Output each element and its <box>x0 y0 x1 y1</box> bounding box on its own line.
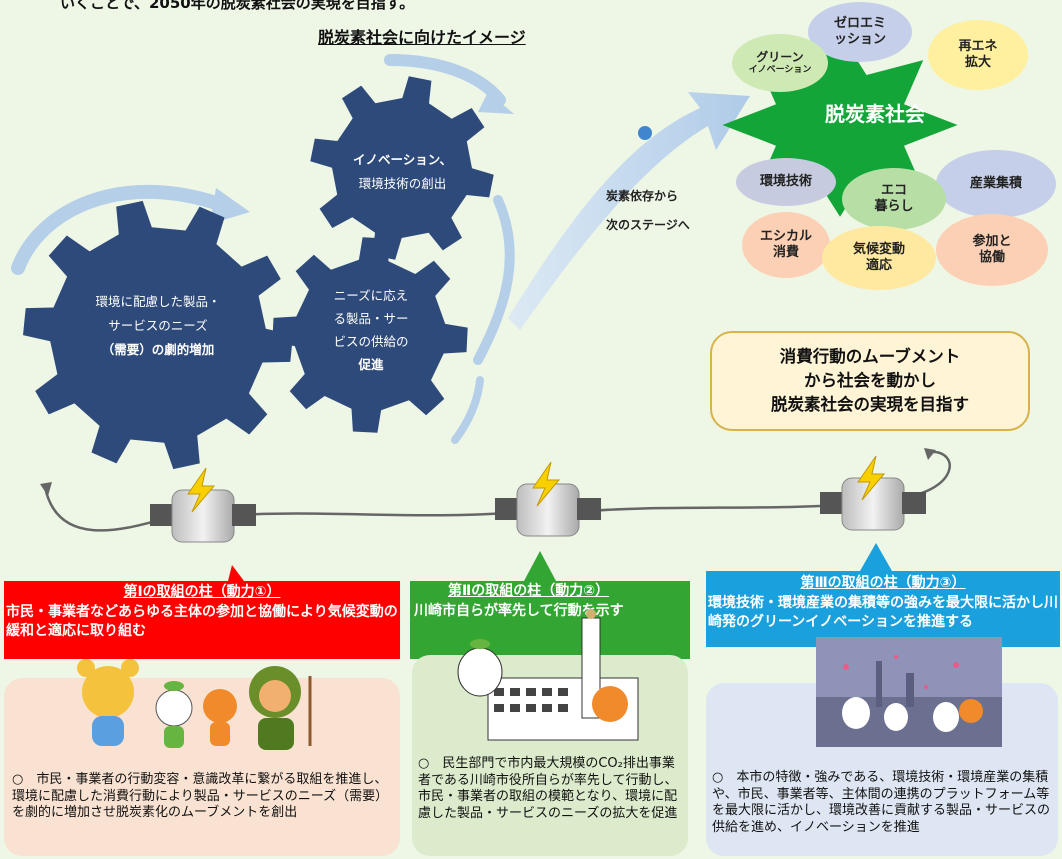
curved-arrow-lower <box>451 376 484 444</box>
pillar-3-body: ○ 本市の特徴・強みである、環境技術・環境産業の集積や、市民、事業者等、主体間の… <box>712 770 1051 835</box>
bubble-industry-label: 産業集積 <box>969 175 1022 191</box>
bubble-participate-line-1: 参加と <box>972 233 1012 249</box>
banner-shapes <box>4 543 1060 659</box>
curved-arrow-left-head <box>210 188 250 224</box>
bubble-climate: 気候変動適応 <box>822 226 936 290</box>
callout-line-1: 消費行動のムーブメント <box>779 347 961 367</box>
lightning-icon <box>857 455 886 501</box>
bubble-ethical-line-1: エシカル <box>759 228 812 244</box>
pillar-2-banner-shape <box>410 551 690 659</box>
arrow-caption-line-1: 炭素依存から <box>606 189 679 203</box>
bubble-green-line-2: イノベーション <box>748 64 812 75</box>
gear-top-line-2: 環境技術の創出 <box>358 175 447 191</box>
pillar-3-title: 第Ⅲの取組の柱（動力③） <box>800 575 966 591</box>
bubble-eco-life: エコ暮らし <box>842 168 946 230</box>
gear-mid-line-4: 促進 <box>358 357 384 373</box>
bubble-participation: 参加と協働 <box>936 214 1048 286</box>
callout-line-2: から社会を動かし <box>804 371 936 391</box>
gear-top-line-1: イノベーション、 <box>352 152 452 167</box>
bubble-green-innovation: グリーンイノベーション <box>732 34 828 92</box>
pillar-3-banner-shape <box>706 543 1060 647</box>
motor-3 <box>820 455 926 531</box>
bubble-zero-line-2: ッション <box>833 32 886 47</box>
bubble-env-tech: 環境技術 <box>736 158 836 206</box>
pillar-2-title: 第Ⅱの取組の柱（動力②） <box>448 583 610 599</box>
gear-mid-line-1: ニーズに応え <box>333 288 409 303</box>
pillar-1-body: ○ 市民・事業者の行動変容・意識改革に繋がる取組を推進し、環境に配慮した消費行動… <box>12 772 389 821</box>
bubble-renew-line-1: 再エネ <box>958 38 998 54</box>
mascots-illustration <box>77 659 312 750</box>
gear-mid-line-2: る製品・サー <box>333 311 409 327</box>
bubble-renewable: 再エネ拡大 <box>928 20 1028 90</box>
bubble-envtech-label: 環境技術 <box>759 173 812 189</box>
bubble-climate-line-1: 気候変動 <box>852 241 905 257</box>
bubble-zero-emission: ゼロエミッション <box>808 2 912 62</box>
arrow-caption: 炭素依存から 次のステージへ <box>606 182 690 240</box>
bubble-ethical: エシカル消費 <box>742 212 830 278</box>
curved-arrow-top-head <box>478 92 514 114</box>
gear-big-label: 環境に配慮した製品・ サービスのニーズ （需要）の劇的増加 <box>58 290 258 361</box>
big-sweep-arrow <box>508 92 750 330</box>
cable-end-right <box>924 448 936 460</box>
pillar-2-body: ○ 民生部門で市内最大規模のCO₂排出事業者である川崎市役所自らが率先して行動し… <box>418 756 678 821</box>
curved-arrow-left <box>11 185 229 275</box>
pillar-1-panel <box>4 678 400 856</box>
arrow-caption-line-2: 次のステージへ <box>606 217 690 232</box>
bubble-green-line-1: グリーン <box>756 49 804 64</box>
pillar-1-title: 第Ⅰの取組の柱（動力①） <box>123 584 281 600</box>
pillar-3-desc: 環境技術・環境産業の集積等の強みを最大限に活かし川崎発のグリーンイノベーションを… <box>708 594 1058 631</box>
curved-arrow-top <box>384 54 506 106</box>
gear-big-line-3: （需要）の劇的増加 <box>101 341 215 357</box>
motor-1 <box>150 467 256 543</box>
callout-line-3: 脱炭素社会の実現を目指す <box>771 394 969 414</box>
cable-end-left <box>40 482 52 496</box>
curved-arrow-right <box>473 195 515 365</box>
city-hall-illustration <box>457 609 639 741</box>
pillar-2-desc: 川崎市自らが率先して行動を示す <box>414 602 624 619</box>
bubble-zero-line-1: ゼロエミ <box>833 15 886 31</box>
pillar-3-banner: 第Ⅲの取組の柱（動力③） 環境技術・環境産業の集積等の強みを最大限に活かし川崎発… <box>708 574 1058 633</box>
motor-2 <box>495 461 601 537</box>
gear-top-label: イノベーション、 環境技術の創出 <box>330 148 475 196</box>
pillar-1-desc: 市民・事業者などあらゆる主体の参加と協働により気候変動の緩和と適応に取り組む <box>6 603 398 640</box>
lightning-icon <box>187 467 216 513</box>
center-title: 脱炭素社会に向けたイメージ <box>318 28 526 47</box>
arrow-dot <box>638 126 652 140</box>
society-center-label: 脱炭素社会 <box>825 102 925 126</box>
bubble-participate-line-2: 協働 <box>978 250 1005 265</box>
gear-big-shape <box>23 200 293 470</box>
gear-mid-shape <box>272 237 468 433</box>
bubble-ethical-line-2: 消費 <box>772 245 799 260</box>
night-city-illustration <box>816 637 1002 747</box>
movement-callout: 消費行動のムーブメント から社会を動かし 脱炭素社会の実現を目指す <box>710 331 1030 431</box>
cable <box>43 450 951 532</box>
gear-top-shape <box>310 76 494 260</box>
pillar-2-banner: 第Ⅱの取組の柱（動力②） 川崎市自らが率先して行動を示す <box>414 582 686 621</box>
lightning-icon <box>532 461 561 507</box>
pillar-1-banner: 第Ⅰの取組の柱（動力①） 市民・事業者などあらゆる主体の参加と協働により気候変動… <box>6 583 398 642</box>
pillar-1-banner-shape <box>4 565 400 659</box>
gear-mid-label: ニーズに応え る製品・サー ビスの供給の 促進 <box>316 284 426 377</box>
bubble-renew-line-2: 拡大 <box>964 55 991 70</box>
gear-mid-line-3: ビスの供給の <box>333 334 409 350</box>
gear-big-line-2: サービスのニーズ <box>108 317 208 333</box>
bubble-eco-line-1: エコ <box>880 182 907 198</box>
bubble-climate-line-2: 適応 <box>865 258 892 273</box>
bubble-eco-line-2: 暮らし <box>874 199 914 214</box>
bubble-industry: 産業集積 <box>936 150 1056 218</box>
gear-big-line-1: 環境に配慮した製品・ <box>95 294 221 309</box>
header-text: いくことで、2050年の脱炭素社会の実現を目指す。 <box>60 0 415 12</box>
